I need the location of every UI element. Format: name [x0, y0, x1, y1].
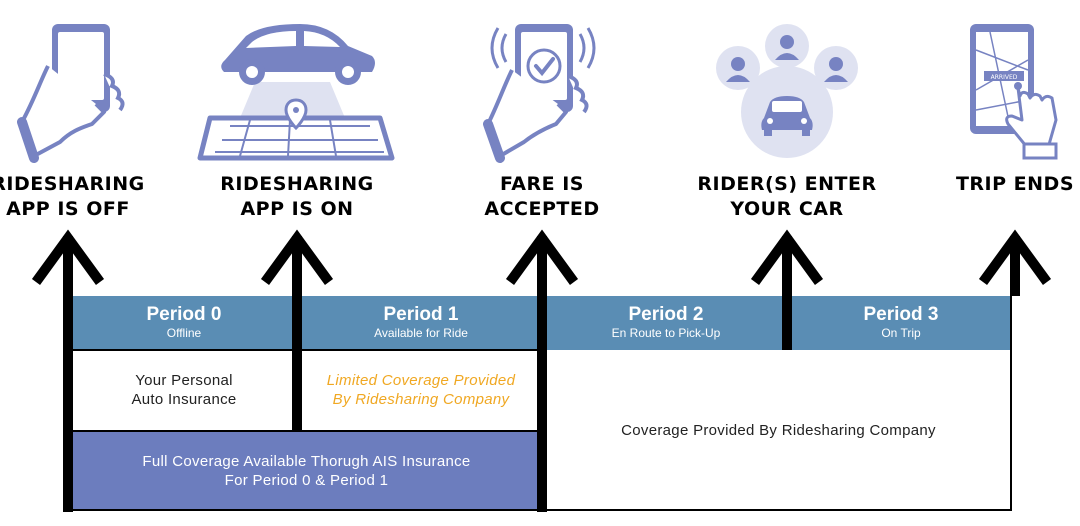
- milestone-label-riders-enter: RIDER(S) ENTER YOUR CAR: [697, 173, 877, 220]
- period-3-sub: On Trip: [881, 326, 921, 340]
- ais-full-coverage-box: Full Coverage Available Thorugh AIS Insu…: [72, 432, 541, 510]
- milestone-label-fare-accepted: FARE IS ACCEPTED: [484, 173, 600, 220]
- period-1-name: Period 1: [383, 304, 459, 325]
- milestone-label-app-on: RIDESHARING APP IS ON: [220, 173, 374, 220]
- hand-phone-check-icon: [483, 24, 596, 163]
- period-1-sub: Available for Ride: [374, 326, 468, 340]
- row-divider-bottom: [72, 509, 1012, 511]
- riders-car-icon: [716, 24, 858, 158]
- row-divider-top: [72, 349, 546, 351]
- period-0-name: Period 0: [146, 304, 222, 325]
- period-3-name: Period 3: [863, 304, 939, 325]
- period-2-name: Period 2: [628, 304, 704, 325]
- hand-phone-blank-icon: [17, 24, 125, 163]
- milestone-label-app-off: RIDESHARING APP IS OFF: [0, 173, 145, 220]
- period-header-3: Period 3 On Trip: [791, 296, 1011, 350]
- right-border: [1010, 296, 1012, 510]
- tablet-map-arrived-icon: ARRIVED: [970, 24, 1058, 160]
- car-over-map-icon: [197, 24, 395, 161]
- period-header-2: Period 2 En Route to Pick-Up: [546, 296, 786, 350]
- period-0-sub: Offline: [166, 326, 202, 340]
- icon-layer: ARRIVED: [17, 24, 1058, 163]
- row-divider-mid: [72, 430, 546, 432]
- arrow-trip-ends: [978, 229, 1052, 296]
- company-coverage-cell: Coverage Provided By Ridesharing Company: [621, 421, 936, 439]
- period-header-1: Period 1 Available for Ride: [301, 296, 541, 350]
- period-2-sub: En Route to Pick-Up: [611, 326, 721, 340]
- period-header-0: Period 0 Offline: [72, 296, 296, 350]
- limited-coverage-cell: Limited Coverage Provided By Ridesharing…: [326, 372, 516, 408]
- personal-insurance-cell: Your Personal Auto Insurance: [131, 372, 237, 408]
- arrived-text: ARRIVED: [991, 74, 1018, 81]
- milestone-label-trip-ends: TRIP ENDS: [955, 173, 1075, 195]
